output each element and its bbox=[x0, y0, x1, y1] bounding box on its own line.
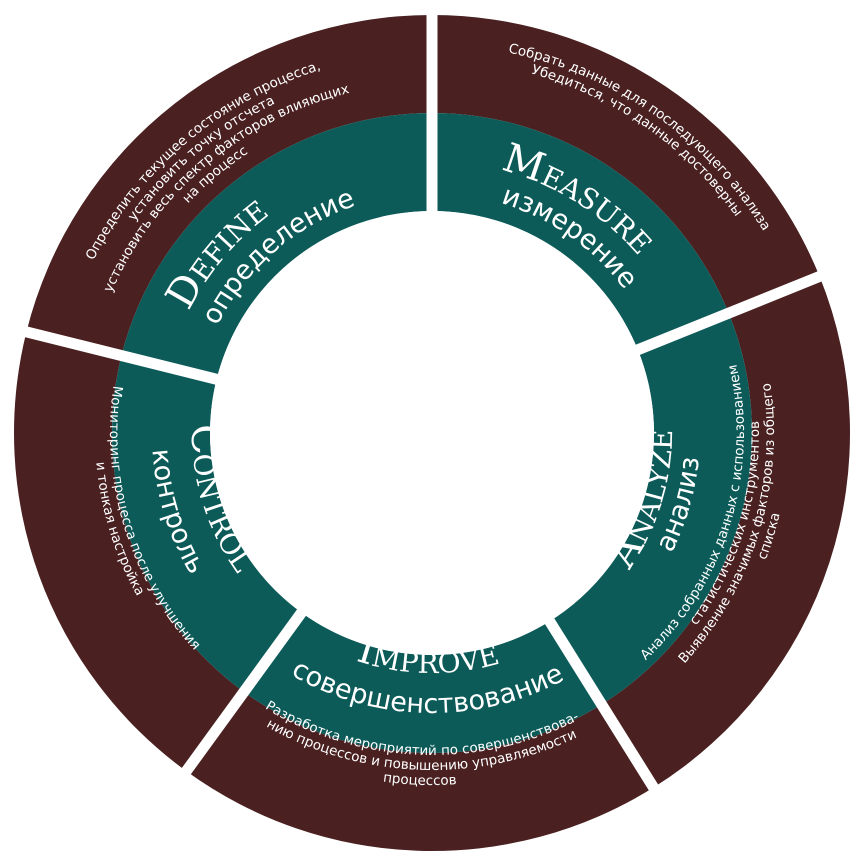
segment-divider bbox=[632, 269, 828, 357]
outer-segment-analyze bbox=[601, 276, 851, 788]
outer-segment-control bbox=[13, 331, 244, 772]
outer-ring bbox=[13, 14, 851, 851]
outer-segment-define bbox=[26, 14, 433, 356]
inner-segment-control bbox=[111, 355, 302, 692]
segment-dividers bbox=[19, 9, 828, 796]
segment-divider bbox=[19, 325, 222, 386]
segment-divider bbox=[542, 614, 662, 796]
inner-ring bbox=[111, 113, 753, 753]
inner-segment-measure bbox=[432, 113, 729, 350]
center-circle bbox=[210, 211, 654, 655]
phase-description-improve-line: процессов bbox=[382, 770, 457, 789]
outer-segment-measure bbox=[432, 15, 820, 314]
inner-segment-improve bbox=[243, 612, 602, 753]
inner-segment-define bbox=[121, 113, 432, 380]
segment-divider bbox=[178, 606, 309, 780]
inner-segment-analyze bbox=[549, 313, 753, 705]
outer-segment-improve bbox=[186, 691, 654, 851]
